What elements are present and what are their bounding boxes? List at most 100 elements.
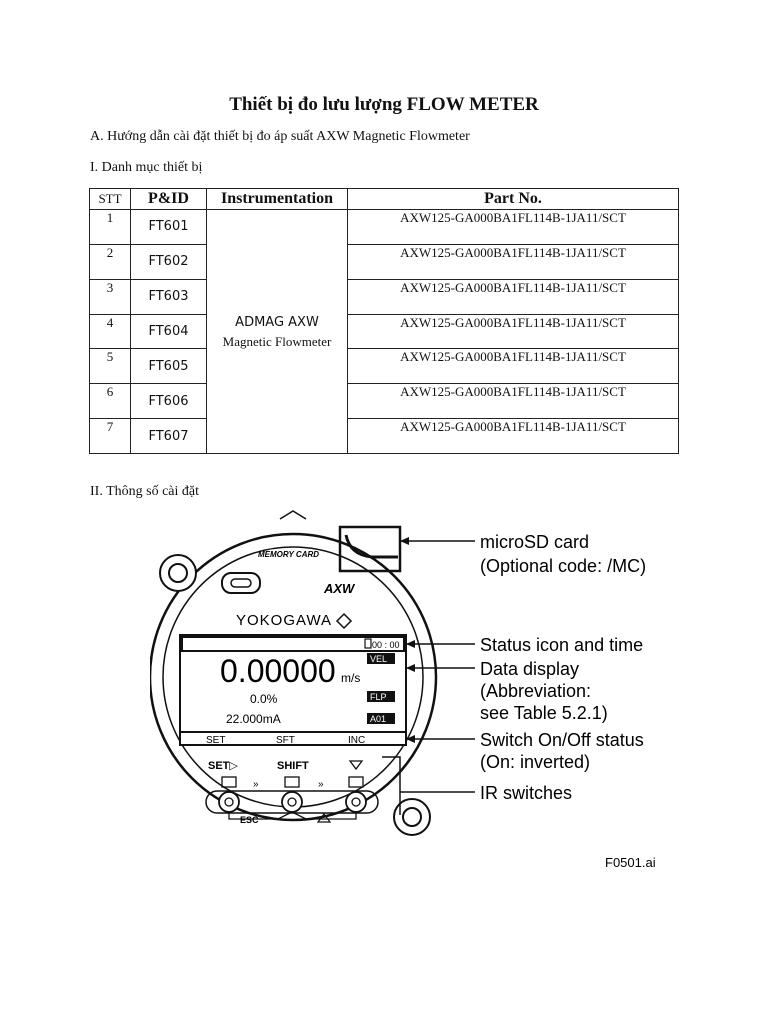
page-title: Thiết bị đo lưu lượng FLOW METER [229, 94, 539, 115]
ir-switch-set-window[interactable] [221, 776, 237, 788]
instrumentation-model: ADMAG AXW [235, 314, 319, 330]
callout-data-table-ref: see Table 5.2.1) [480, 703, 608, 723]
cell-part-no: AXW125-GA000BA1FL114B-1JA11/SCT [347, 348, 679, 385]
section-a-heading: A. Hướng dẫn cài đặt thiết bị đo áp suất… [90, 129, 470, 144]
switch-set-label: SET [206, 735, 225, 746]
section-equipment-list-heading: I. Danh mục thiết bị [90, 160, 203, 175]
data-percent: 0.0% [250, 692, 278, 706]
ir-switch-inc-window[interactable] [348, 776, 364, 788]
chevron-right-icon: » [318, 779, 324, 790]
arrow-head-icon [406, 735, 415, 743]
yokogawa-diamond-icon [335, 612, 353, 630]
header-part-no: Part No. [347, 188, 679, 210]
cell-stt: 1 [89, 209, 131, 245]
chevron-right-icon: » [253, 779, 259, 790]
table-row: 5 FT605 AXW125-GA000BA1FL114B-1JA11/SCT [89, 348, 679, 385]
instrumentation-type: Magnetic Flowmeter [222, 333, 332, 349]
cell-pid: FT607 [130, 418, 207, 454]
table-row: 1 FT601 ADMAG AXW Magnetic Flowmeter AXW… [89, 209, 679, 454]
memory-card-label: MEMORY CARD [258, 550, 319, 559]
ir-switch-shift-window[interactable] [284, 776, 300, 788]
callout-data-display: Data display [480, 659, 579, 679]
cell-pid: FT606 [130, 383, 207, 420]
callout-data-abbreviation: (Abbreviation: [480, 681, 591, 701]
tag-flp-badge [367, 691, 395, 702]
microsd-card-icon [344, 534, 398, 559]
header-instrumentation: Instrumentation [206, 188, 348, 210]
mounting-hole-icon [168, 563, 188, 583]
arrow-head-icon [406, 640, 415, 648]
section-settings-heading: II. Thông số cài đặt [90, 484, 199, 499]
cell-part-no: AXW125-GA000BA1FL114B-1JA11/SCT [347, 383, 679, 420]
callout-switch-status: Switch On/Off status [480, 730, 644, 750]
header-pid: P&ID [130, 188, 207, 210]
usb-port-inner [230, 578, 252, 588]
cell-pid: FT601 [130, 209, 207, 245]
callout-switch-inverted: (On: inverted) [480, 752, 590, 772]
axw-logo: AXW [323, 581, 356, 596]
cell-part-no: AXW125-GA000BA1FL114B-1JA11/SCT [347, 313, 679, 350]
callout-microsd-title: microSD card [480, 532, 589, 552]
table-row: 4 FT604 AXW125-GA000BA1FL114B-1JA11/SCT [89, 313, 679, 350]
lock-icon [364, 638, 372, 649]
microsd-slot-box [338, 525, 402, 573]
cell-part-no: AXW125-GA000BA1FL114B-1JA11/SCT [347, 278, 679, 315]
callout-ir-switches: IR switches [480, 783, 572, 803]
cell-instrumentation: ADMAG AXW Magnetic Flowmeter [206, 209, 348, 454]
ir-sensor-icon [224, 797, 234, 807]
callout-status-icon-time: Status icon and time [480, 635, 643, 655]
arrow-head-icon [406, 664, 415, 672]
tag-flp-text: FLP [370, 692, 387, 702]
ir-switch-inc[interactable] [345, 791, 367, 813]
table-row: 2 FT602 AXW125-GA000BA1FL114B-1JA11/SCT [89, 243, 679, 280]
arrow-head-icon [400, 537, 409, 545]
button-shift-label: SHIFT [277, 760, 309, 772]
switch-sft-label: SFT [276, 735, 295, 746]
cell-pid: FT605 [130, 348, 207, 385]
data-unit: m/s [341, 671, 360, 685]
table-row: 7 FT607 AXW125-GA000BA1FL114B-1JA11/SCT [89, 418, 679, 454]
status-bar [181, 636, 405, 652]
header-stt: STT [89, 188, 131, 210]
status-time: 00 : 00 [372, 640, 400, 650]
cell-part-no: AXW125-GA000BA1FL114B-1JA11/SCT [347, 243, 679, 280]
button-set-label: SET▷ [208, 760, 238, 772]
button-down-icon [348, 760, 364, 771]
ir-sensor-icon [351, 797, 361, 807]
cell-stt: 2 [89, 243, 131, 280]
cell-stt: 6 [89, 383, 131, 420]
cell-pid: FT602 [130, 243, 207, 280]
switch-inc-label: INC [348, 735, 365, 746]
flowmeter-display-diagram: MEMORY CARD AXW YOKOGAWA 00 : 00 0.00000… [150, 510, 656, 870]
data-current: 22.000mA [226, 712, 281, 726]
ir-switch-connector [228, 811, 357, 820]
table-row: 6 FT606 AXW125-GA000BA1FL114B-1JA11/SCT [89, 383, 679, 420]
ir-switch-panel [205, 790, 379, 814]
yokogawa-brand: YOKOGAWA [236, 612, 332, 629]
ir-switch-shift[interactable] [281, 791, 303, 813]
ir-switch-set[interactable] [218, 791, 240, 813]
tag-a01-text: A01 [370, 714, 386, 724]
callout-microsd-note: (Optional code: /MC) [480, 556, 646, 576]
table-row: 3 FT603 AXW125-GA000BA1FL114B-1JA11/SCT [89, 278, 679, 315]
top-notch [279, 510, 307, 520]
data-value: 0.00000 [220, 653, 336, 689]
up-triangle-icon [316, 813, 332, 823]
ir-sensor-icon [287, 797, 297, 807]
mounting-hole-icon [402, 807, 422, 827]
esc-label: ESC [240, 815, 259, 825]
table-header-row: STT P&ID Instrumentation Part No. [89, 188, 679, 210]
cell-pid: FT604 [130, 313, 207, 350]
cell-stt: 5 [89, 348, 131, 385]
tag-vel-badge [367, 653, 395, 664]
cell-part-no: AXW125-GA000BA1FL114B-1JA11/SCT [347, 418, 679, 454]
cell-pid: FT603 [130, 278, 207, 315]
equipment-table: STT P&ID Instrumentation Part No. 1 FT60… [89, 188, 679, 454]
figure-id: F0501.ai [605, 855, 656, 870]
cell-stt: 4 [89, 313, 131, 350]
cell-stt: 3 [89, 278, 131, 315]
callout-bracket-ir [382, 756, 401, 815]
cell-stt: 7 [89, 418, 131, 454]
tag-vel-text: VEL [370, 654, 387, 664]
tag-a01-badge [367, 713, 395, 724]
